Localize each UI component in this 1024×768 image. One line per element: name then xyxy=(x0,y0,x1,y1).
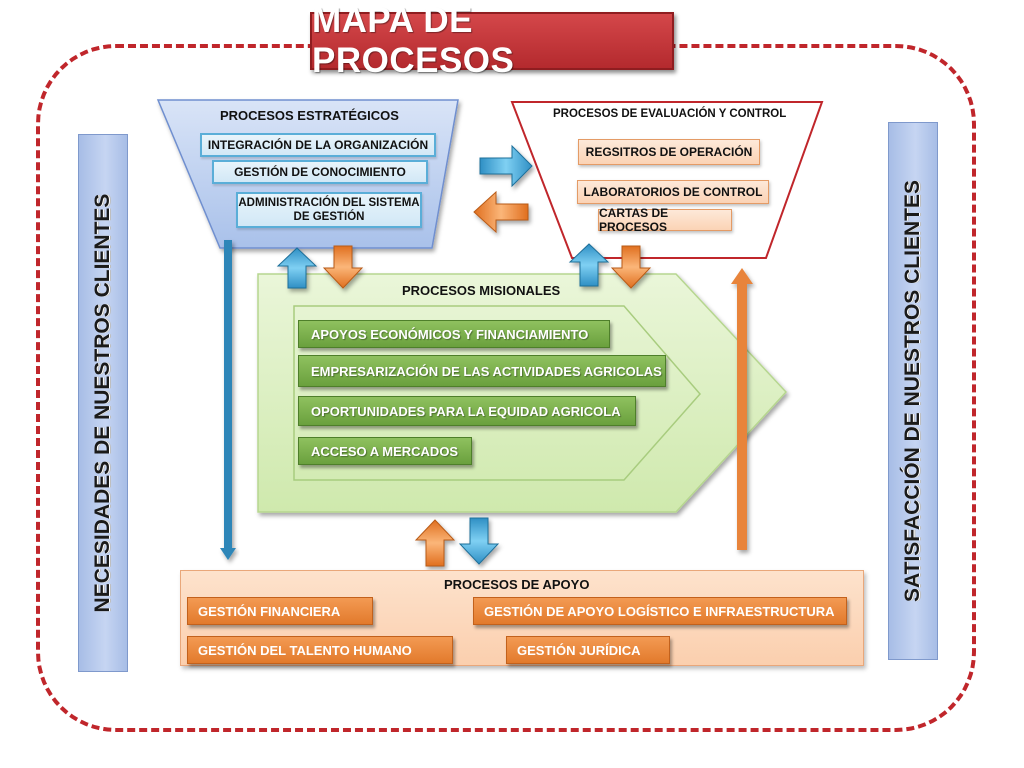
strategic-to-missional-arrow xyxy=(322,245,364,289)
missional-item-entrepreneurship[interactable]: EMPRESARIZACIÓN DE LAS ACTIVIDADES AGRIC… xyxy=(298,355,666,387)
customer-satisfaction-label: SATISFACCIÓN DE NUESTROS CLIENTES xyxy=(901,180,924,602)
support-heading: PROCESOS DE APOYO xyxy=(444,577,590,592)
page-title: MAPA DE PROCESOS xyxy=(310,1,674,80)
evaluation-heading: PROCESOS DE EVALUACIÓN Y CONTROL xyxy=(553,108,787,120)
missional-item-market-access[interactable]: ACCESO A MERCADOS xyxy=(298,437,472,465)
customer-needs-label: NECESIDADES DE NUESTROS CLIENTES xyxy=(91,193,114,613)
missional-inner-chevron xyxy=(293,305,701,481)
missional-to-evaluation-arrow xyxy=(568,243,610,287)
support-to-evaluation-arrow xyxy=(731,268,753,550)
evaluation-item-laboratories[interactable]: LABORATORIOS DE CONTROL xyxy=(577,180,769,204)
strategic-to-support-arrow xyxy=(220,240,236,560)
support-item-financial[interactable]: GESTIÓN FINANCIERA xyxy=(187,597,373,625)
missional-to-strategic-arrow xyxy=(276,247,318,289)
support-item-human-talent[interactable]: GESTIÓN DEL TALENTO HUMANO xyxy=(187,636,453,664)
strategic-to-evaluation-arrow xyxy=(479,144,533,188)
missional-item-financing[interactable]: APOYOS ECONÓMICOS Y FINANCIAMIENTO xyxy=(298,320,610,348)
customer-needs-bar: NECESIDADES DE NUESTROS CLIENTES xyxy=(78,134,128,672)
missional-item-equity[interactable]: OPORTUNIDADES PARA LA EQUIDAD AGRICOLA xyxy=(298,396,636,426)
missional-to-support-arrow xyxy=(458,517,500,565)
support-item-legal[interactable]: GESTIÓN JURÍDICA xyxy=(506,636,670,664)
evaluation-item-charts[interactable]: CARTAS DE PROCESOS xyxy=(598,206,732,234)
strategic-heading: PROCESOS ESTRATÉGICOS xyxy=(220,108,399,123)
evaluation-item-records[interactable]: REGSITROS DE OPERACIÓN xyxy=(578,139,760,165)
evaluation-to-strategic-arrow xyxy=(473,190,529,234)
customer-satisfaction-bar: SATISFACCIÓN DE NUESTROS CLIENTES xyxy=(888,122,938,660)
support-to-missional-arrow xyxy=(414,519,456,567)
strategic-item-knowledge[interactable]: GESTIÓN DE CONOCIMIENTO xyxy=(212,160,428,184)
strategic-item-management-system[interactable]: ADMINISTRACIÓN DEL SISTEMA DE GESTIÓN xyxy=(236,192,422,228)
evaluation-to-missional-arrow xyxy=(610,245,652,289)
missional-chevron xyxy=(257,273,788,513)
missional-heading: PROCESOS MISIONALES xyxy=(402,283,561,298)
support-item-logistics[interactable]: GESTIÓN DE APOYO LOGÍSTICO E INFRAESTRUC… xyxy=(473,597,847,625)
strategic-item-integration[interactable]: INTEGRACIÓN DE LA ORGANIZACIÓN xyxy=(200,133,436,157)
